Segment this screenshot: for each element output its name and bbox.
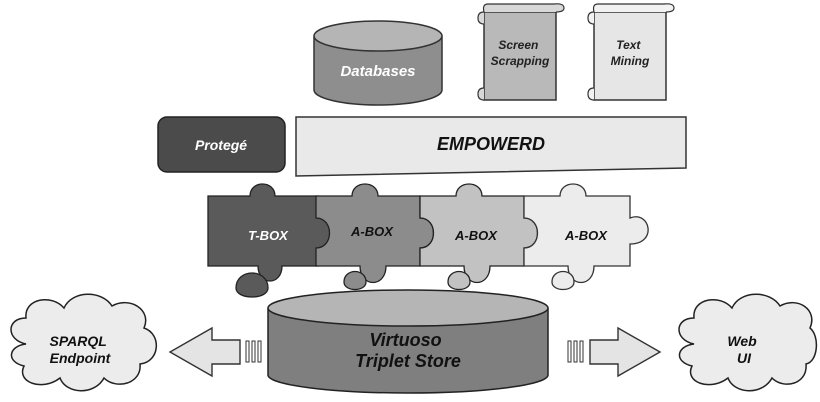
web-ui-line2: UI <box>737 350 752 366</box>
store-line1: Virtuoso <box>369 330 441 350</box>
tbox-piece: T-BOX <box>207 183 332 298</box>
screen-scrapping-scroll: Screen Scrapping <box>477 3 565 101</box>
tbox-label: T-BOX <box>248 228 289 243</box>
abox-piece-1: A-BOX <box>315 183 434 291</box>
empowerd-banner: EMPOWERD <box>295 116 687 177</box>
abox-2-label: A-BOX <box>454 228 498 243</box>
text-mining-scroll: Text Mining <box>587 3 675 101</box>
databases-label: Databases <box>340 63 415 80</box>
svg-text:Screen Scrapping: Screen Scrapping <box>491 38 550 68</box>
screen-scrapping-line1: Screen <box>498 38 538 52</box>
svg-text:Virtuoso Triplet Store: Virtuoso Triplet Store <box>355 330 461 371</box>
virtuoso-store-cylinder: Virtuoso Triplet Store <box>267 289 549 394</box>
text-mining-line1: Text <box>616 38 641 52</box>
sparql-line1: SPARQL <box>50 333 107 349</box>
abox-piece-2: A-BOX <box>419 183 538 291</box>
svg-text:SPARQL Endpoint: SPARQL Endpoint <box>50 333 112 366</box>
databases-cylinder: Databases <box>313 20 443 106</box>
protege-label: Protegé <box>195 137 247 153</box>
web-ui-cloud: Web UI <box>678 293 818 392</box>
text-mining-line2: Mining <box>611 54 650 68</box>
arrow-left <box>168 326 262 378</box>
empowerd-label: EMPOWERD <box>437 134 545 154</box>
abox-piece-3: A-BOX <box>523 183 649 291</box>
abox-1-label: A-BOX <box>350 224 394 239</box>
abox-3-label: A-BOX <box>564 228 608 243</box>
arrow-right <box>567 326 662 378</box>
store-line2: Triplet Store <box>355 351 461 371</box>
svg-text:Web UI: Web UI <box>727 333 760 366</box>
protege-box: Protegé <box>157 116 286 173</box>
web-ui-line1: Web <box>727 333 757 349</box>
screen-scrapping-line2: Scrapping <box>491 54 550 68</box>
sparql-line2: Endpoint <box>50 350 112 366</box>
svg-text:Text Mining: Text Mining <box>611 38 650 68</box>
sparql-endpoint-cloud: SPARQL Endpoint <box>10 293 158 392</box>
